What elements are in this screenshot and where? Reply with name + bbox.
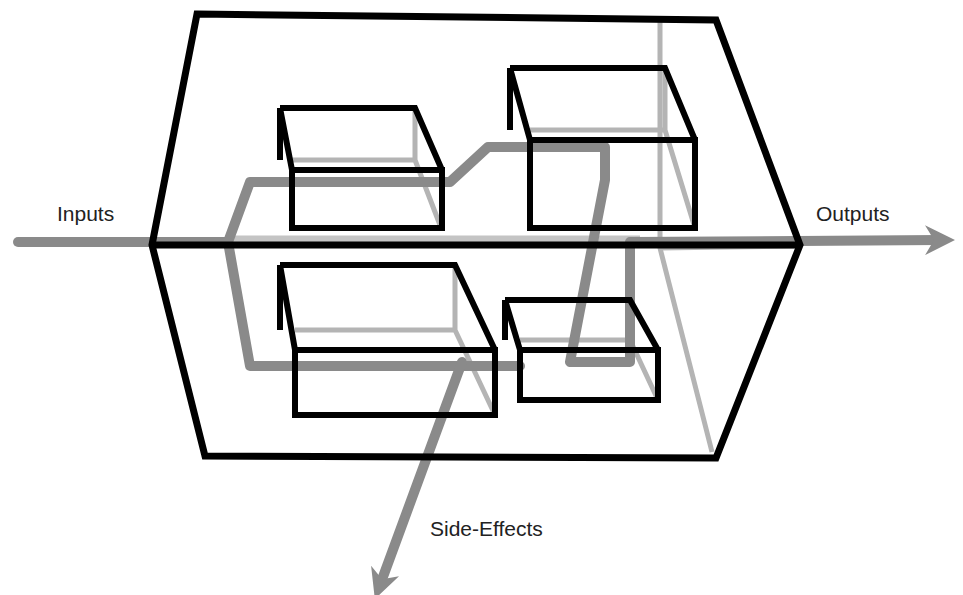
outer-box — [152, 14, 800, 458]
back-edge — [660, 20, 712, 452]
component-box — [505, 300, 658, 400]
component-box — [280, 108, 442, 228]
flow-label: Outputs — [816, 201, 890, 226]
housing-edge — [152, 242, 800, 249]
flow-label: Inputs — [57, 201, 114, 226]
flow-pipe — [380, 362, 462, 585]
component-box — [280, 265, 495, 415]
back-edge — [292, 108, 440, 225]
housing-outline — [152, 14, 800, 458]
flow-pipe — [228, 147, 940, 362]
component-box — [510, 68, 695, 228]
flow-label: Side-Effects — [430, 516, 543, 541]
component-boxes — [280, 68, 695, 415]
